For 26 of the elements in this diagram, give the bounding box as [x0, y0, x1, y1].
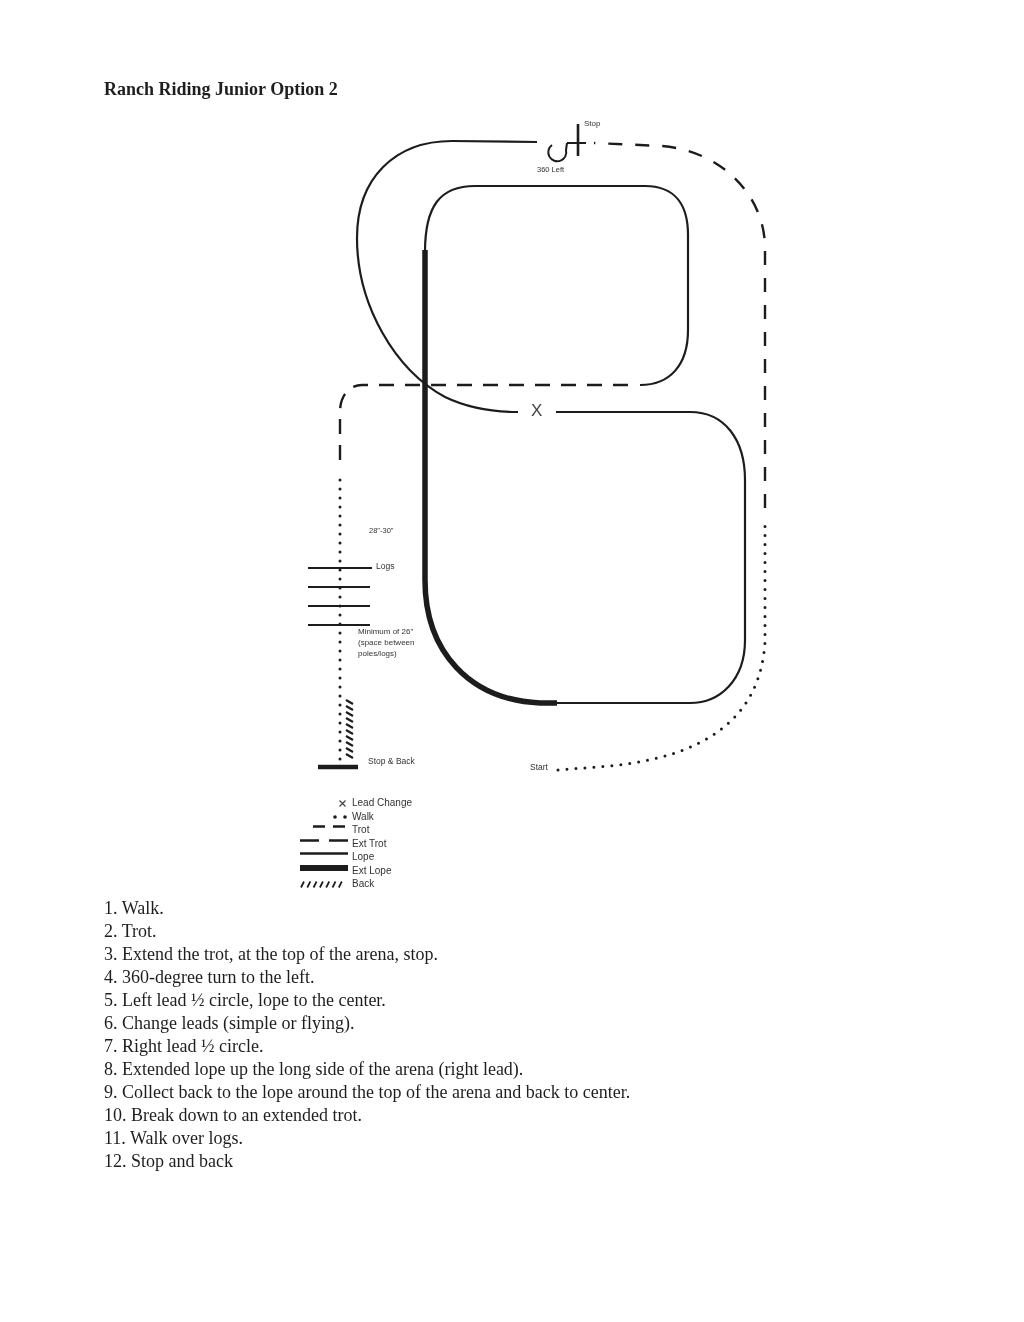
legend-label: Ext Trot — [352, 837, 387, 849]
instruction-item: 9. Collect back to the lope around the top of the arena and back to center. — [104, 1082, 631, 1103]
instruction-item: 5. Left lead ½ circle, lope to the center. — [104, 990, 386, 1011]
legend-label: Ext Lope — [352, 864, 392, 876]
legend-label: Walk — [352, 810, 374, 822]
instruction-item: 1. Walk. — [104, 898, 164, 919]
instruction-item: 12. Stop and back — [104, 1151, 233, 1172]
stop-label: Stop — [584, 119, 601, 129]
instruction-item: 3. Extend the trot, at the top of the arena, stop. — [104, 944, 438, 965]
instruction-item: 7. Right lead ½ circle. — [104, 1036, 264, 1057]
spacing-note: Minimum of 26" (space between poles/logs) — [358, 627, 416, 660]
instruction-item: 4. 360-degree turn to the left. — [104, 967, 315, 988]
instruction-item: 2. Trot. — [104, 921, 157, 942]
logs-label: Logs — [376, 562, 395, 572]
instruction-item: 6. Change leads (simple or flying). — [104, 1013, 355, 1034]
legend-label: Lead Change — [352, 797, 413, 809]
instruction-item: 11. Walk over logs. — [104, 1128, 244, 1149]
start-label: Start — [530, 763, 548, 773]
lead-change-mark: X — [531, 401, 543, 421]
legend-label: Lope — [352, 851, 375, 863]
legend-label: Trot — [352, 824, 370, 836]
instruction-item: 10. Break down to an extended trot. — [104, 1105, 362, 1126]
legend-label: Back — [352, 878, 375, 890]
stop-back-label: Stop & Back — [368, 757, 415, 767]
instruction-item: 8. Extended lope up the long side of the arena (right lead). — [104, 1059, 524, 1080]
title-heading: Ranch Riding Junior Option 2 — [104, 79, 338, 100]
